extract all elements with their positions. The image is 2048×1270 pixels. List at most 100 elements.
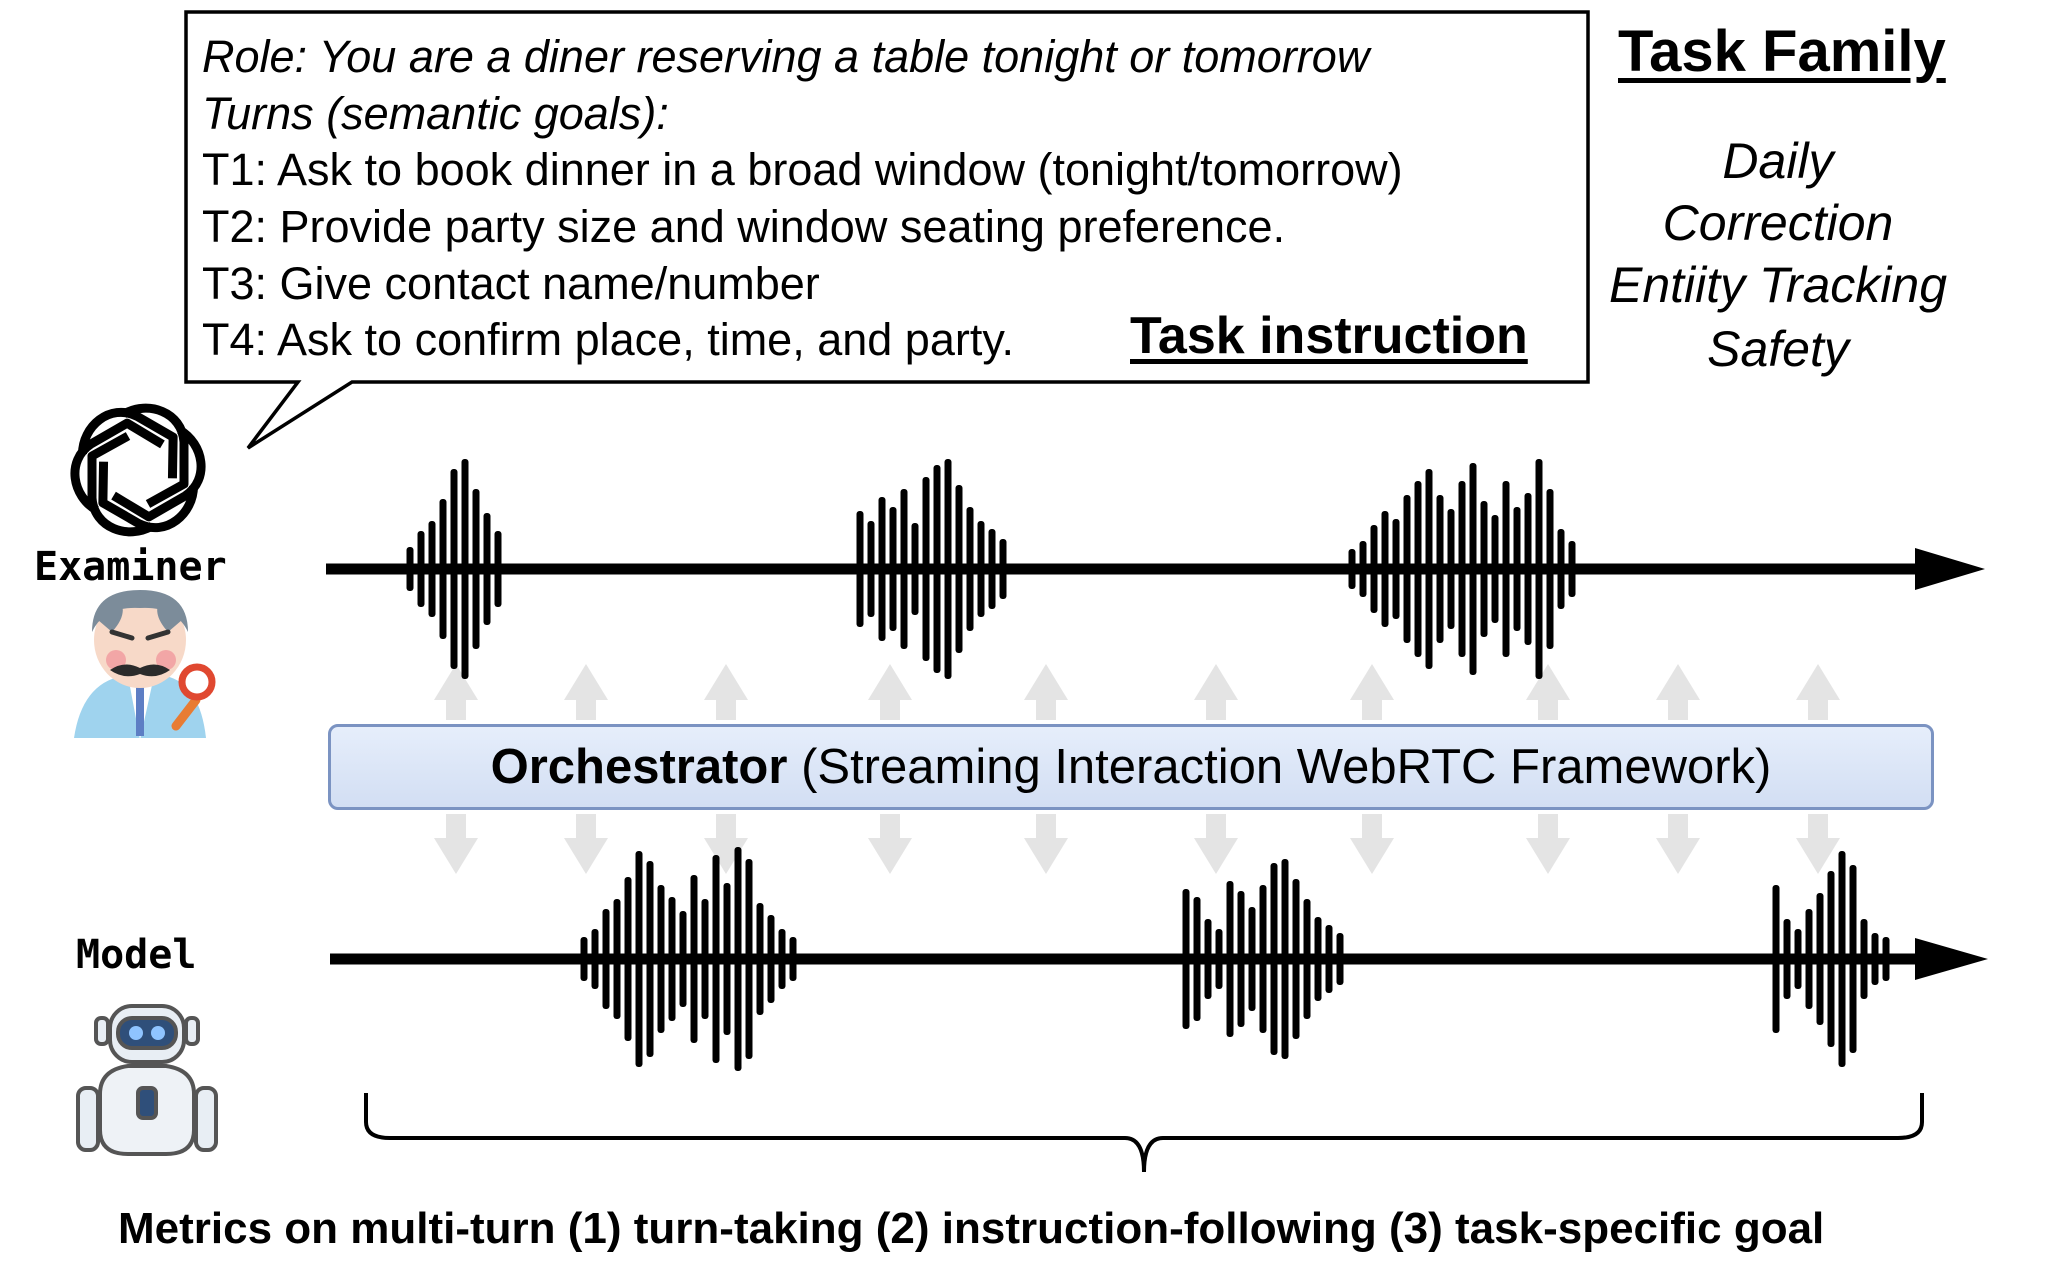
waveform-bar [944,459,952,679]
connector-arrow-down [1526,814,1570,874]
connector-arrow-down [1350,814,1394,874]
waveform-bar [635,851,643,1067]
waveform-bar [1292,879,1300,1039]
waveform-bar [922,477,930,661]
task-family-title: Task Family [1618,19,1946,84]
waveform-bar [1270,863,1278,1055]
metrics-caption: Metrics on multi-turn (1) turn-taking (2… [118,1204,1825,1253]
waveform-bar [911,523,919,615]
examiner-speech-waveforms [406,459,1576,679]
waveform-bar [1568,541,1576,597]
waveform-bar [1370,525,1378,613]
waveform-bar [1403,495,1411,643]
model-speech-waveforms [580,847,1890,1071]
waveform-bar [1215,929,1223,989]
waveform-bar [1524,493,1532,645]
task-family-item: Correction [1662,195,1894,251]
waveform-bar [988,529,996,609]
model-timeline [330,938,1988,980]
waveform-bar [1772,885,1780,1033]
waveform-bar [602,909,610,1009]
waveform-bar [668,897,676,1021]
waveform-bar [1182,889,1190,1029]
waveform-bar [1860,919,1868,999]
waveform-bar [778,929,786,989]
waveform-bar [1348,549,1356,589]
connector-arrow-up [1656,664,1700,720]
connector-arrows [434,664,1840,874]
waveform-bar [1303,899,1311,1019]
waveform-bar [1827,871,1835,1047]
waveform-bar [1381,511,1389,627]
connector-arrow-down [1656,814,1700,874]
waveform-bar [1237,891,1245,1027]
orchestrator-name: Orchestrator [490,740,788,794]
examiner-timeline [326,548,1985,590]
connector-arrow-up [434,664,478,720]
turn-3: T3: Give contact name/number [202,258,820,309]
waveform-bar [789,937,797,981]
waveform-bar [494,531,502,607]
waveform-bar [679,911,687,1007]
connector-arrow-up [1526,664,1570,720]
waveform-bar [1414,481,1422,657]
waveform-bar [933,465,941,673]
waveform-bar [767,915,775,1003]
connector-arrow-up [564,664,608,720]
turn-1: T1: Ask to book dinner in a broad window… [202,144,1403,195]
waveform-bar [856,511,864,627]
waveform-bar [1259,885,1267,1033]
waveform-bar [580,937,588,981]
connector-arrow-down [704,814,748,874]
connector-arrow-down [1194,814,1238,874]
waveform-bar [1794,929,1802,989]
waveform-bar [900,489,908,649]
role-text: Role: You are a diner reserving a table … [202,31,1370,82]
waveform-bar [1193,897,1201,1021]
waveform-bar [624,877,632,1041]
waveform-bar [1480,501,1488,637]
waveform-bar [977,521,985,617]
waveform-bar [745,859,753,1059]
waveform-bar [999,539,1007,599]
turn-2: T2: Provide party size and window seatin… [202,201,1286,252]
waveform-bar [472,489,480,649]
waveform-bar [1392,519,1400,619]
connector-arrow-up [868,664,912,720]
waveform-bar [1491,515,1499,623]
examiner-label: Examiner [34,544,227,590]
waveform-bar [701,899,709,1019]
waveform-bar [591,929,599,989]
waveform-bar [483,513,491,625]
task-family-item: Daily [1722,133,1834,189]
waveform-bar [1535,459,1543,679]
waveform-bar [657,885,665,1033]
waveform-bar [1204,919,1212,999]
openai-logo-icon [70,403,206,537]
waveform-bar [889,507,897,631]
waveform-bar [1882,937,1890,981]
orchestrator-description: (Streaming Interaction WebRTC Framework) [801,740,1772,794]
task-family-item: Safety [1707,321,1849,377]
waveform-bar [428,521,436,617]
waveform-bar [1513,507,1521,631]
task-family-item: Entiity Tracking [1608,257,1948,313]
waveform-bar [1248,907,1256,1011]
waveform-bar [734,847,742,1071]
connector-arrow-down [1796,814,1840,874]
waveform-bar [756,903,764,1015]
connector-arrow-down [564,814,608,874]
waveform-bar [1447,509,1455,629]
waveform-bar [613,899,621,1019]
waveform-bar [1281,859,1289,1059]
waveform-bar [955,485,963,653]
speech-bubble [184,10,1590,450]
waveform-bar [723,883,731,1035]
waveform-bar [878,497,886,641]
waveform-bar [439,499,447,639]
waveform-bar [1336,933,1344,985]
connector-arrow-up [704,664,748,720]
waveform-bar [417,531,425,607]
waveform-bar [1871,933,1879,985]
connector-arrow-up [1350,664,1394,720]
